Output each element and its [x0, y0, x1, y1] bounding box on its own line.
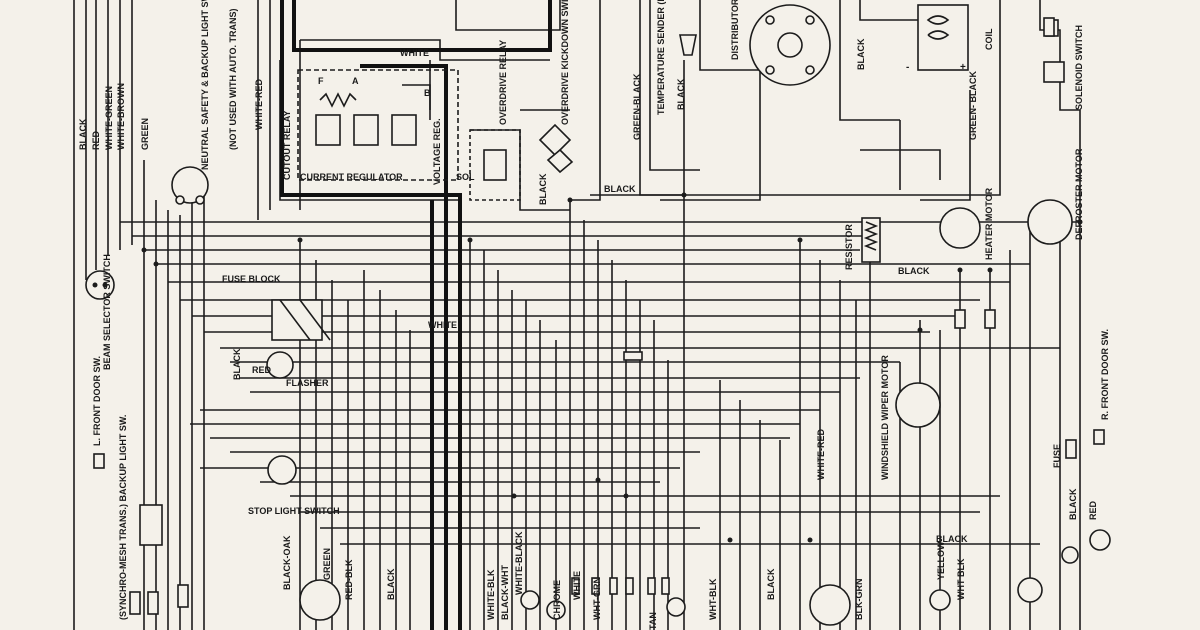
current-regulator-label: CURRENT REGULATOR — [300, 172, 403, 182]
wire-label-black-r: BLACK — [78, 118, 88, 150]
not-used-auto-label: (NOT USED WITH AUTO. TRANS) — [228, 9, 238, 151]
cutout-relay-label: CUTOUT RELAY — [282, 110, 292, 180]
defroster-motor — [1027, 199, 1073, 245]
wire-label-green: GREEN — [140, 118, 150, 150]
beam-selector-switch — [85, 270, 115, 300]
wire-label-black-left: BLACK — [232, 348, 242, 380]
wire-label-wht-grn: WHT-GRN — [592, 577, 602, 620]
wire-label-black-wht: BLACK-WHT — [500, 565, 510, 620]
wire-label-black-dist: BLACK — [856, 38, 866, 70]
defroster-motor-label: DEFROSTER MOTOR — [1074, 148, 1084, 240]
current-regulator — [297, 69, 459, 181]
wire-label-wht-blk3: WHT BLK — [956, 558, 966, 600]
temperature-sender — [679, 34, 697, 56]
wire-label-green-black: GREEN-BLACK — [632, 73, 642, 140]
wire-label-black-relay: BLACK — [538, 173, 548, 205]
wire-label-red-r: RED — [1088, 500, 1098, 520]
neutral-safety-switch — [171, 166, 209, 205]
wire-label-yellow: YELLOW — [936, 541, 946, 580]
wire-label-white-brown: WHITE-BROWN — [116, 83, 126, 150]
wire-labels: WHITE WHITE BLACK RED WHITE-GREEN WHITE-… — [78, 38, 1098, 630]
terminal-labels: F A B SOL + - — [318, 62, 966, 182]
wire-label-white-red: WHITE-RED — [254, 79, 264, 130]
fuse-label: FUSE — [1052, 444, 1062, 468]
wire-label-tan: TAN — [648, 612, 658, 630]
wire-label-black-mid: BLACK — [604, 184, 636, 194]
wire-label-white-green: WHITE-GREEN — [104, 86, 114, 150]
terminal-plus: + — [960, 62, 966, 73]
wire-label-red: RED — [91, 130, 101, 150]
wire-label-white-blk: WHITE-BLK — [486, 569, 496, 620]
wire-label-white-mid: WHITE — [428, 320, 457, 330]
fuse-block-label: FUSE BLOCK — [222, 274, 281, 284]
wire-label-white: WHITE — [572, 571, 582, 600]
stop-light-switch-label: STOP LIGHT SWITCH — [248, 506, 340, 516]
wire-label-black-b2: BLACK — [766, 568, 776, 600]
wire-label-black-b1: BLACK — [386, 568, 396, 600]
voltage-reg-label: VOLTAGE REG. — [432, 118, 442, 185]
r-front-door-label: R. FRONT DOOR SW. — [1100, 329, 1110, 420]
wire-label-blk-grn: BLK-GRN — [854, 579, 864, 621]
backup-light-sw-label: (SYNCHRO-MESH TRANS.) BACKUP LIGHT SW. — [118, 415, 128, 620]
wire-label-chrome: CHROME — [552, 580, 562, 620]
wire-label-black-oak: BLACK-OAK — [282, 535, 292, 590]
left-door-switch — [93, 453, 105, 469]
kickdown-switch — [538, 123, 574, 174]
wire-label-black-r3: BLACK — [936, 534, 968, 544]
wire-label-white-red-mid: WHITE-RED — [816, 429, 826, 480]
wire-label-white-black: WHITE-BLACK — [514, 531, 524, 595]
overdrive-kickdown-label: OVERDRIVE KICKDOWN SWITCH — [560, 0, 570, 125]
temp-sender-label: TEMPERATURE SENDER (ENGINE UNIT) — [656, 0, 666, 115]
wire-label-black-res: BLACK — [898, 266, 930, 276]
distributor — [749, 4, 831, 86]
terminal-minus: - — [906, 62, 909, 73]
wires — [73, 0, 1081, 630]
wire-label-green-b: GREEN — [322, 548, 332, 580]
wire-label-red-blk: RED-BLK — [344, 559, 354, 600]
distributor-label: DISTRIBUTOR — [730, 0, 740, 60]
l-front-door-label: L. FRONT DOOR SW. — [92, 356, 102, 446]
overdrive-relay — [469, 129, 521, 201]
right-door-switch — [1093, 429, 1105, 445]
wire-label-black-sender: BLACK — [676, 78, 686, 110]
flasher-label: FLASHER — [286, 378, 329, 388]
heater-motor — [939, 207, 981, 249]
wire-label-white-top: WHITE — [400, 48, 429, 58]
inline-fuses — [623, 17, 1077, 459]
fuse-block — [271, 299, 331, 341]
junction-dots — [141, 192, 1083, 543]
coil — [917, 4, 969, 71]
neutral-safety-label: NEUTRAL SAFETY & BACKUP LIGHT SWITCH (AU… — [200, 0, 210, 170]
wire-label-wht-blk2: WHT-BLK — [708, 578, 718, 620]
windshield-wiper-label: WINDSHIELD WIPER MOTOR — [880, 355, 890, 480]
bottom-connectors — [129, 529, 1111, 626]
resistor-label: RESISTOR — [844, 224, 854, 270]
terminal-sol: SOL — [456, 172, 475, 182]
windshield-wiper-motor — [895, 382, 941, 428]
wire-label-red-left: RED — [252, 365, 272, 375]
wire-label-black-r2: BLACK — [1068, 488, 1078, 520]
heavy-cables — [280, 0, 552, 630]
terminal-b: B — [424, 88, 431, 98]
component-labels: CUTOUT RELAY CURRENT REGULATOR VOLTAGE R… — [92, 0, 1110, 620]
beam-selector-label: BEAM SELECTOR SWITCH — [102, 254, 112, 370]
resistor — [861, 217, 881, 263]
overdrive-relay-label: OVERDRIVE RELAY — [498, 40, 508, 125]
wire-label-green-black2: GREEN- BLACK — [968, 71, 978, 140]
stop-light-switch — [267, 455, 297, 485]
solenoid-switch-label: SOLENOID SWITCH — [1074, 25, 1084, 110]
terminal-f: F — [318, 76, 324, 86]
heater-motor-label: HEATER MOTOR — [984, 187, 994, 260]
terminal-a: A — [352, 76, 359, 86]
backup-light-switch — [139, 504, 163, 546]
coil-label: COIL — [984, 28, 994, 50]
flasher — [266, 351, 294, 379]
